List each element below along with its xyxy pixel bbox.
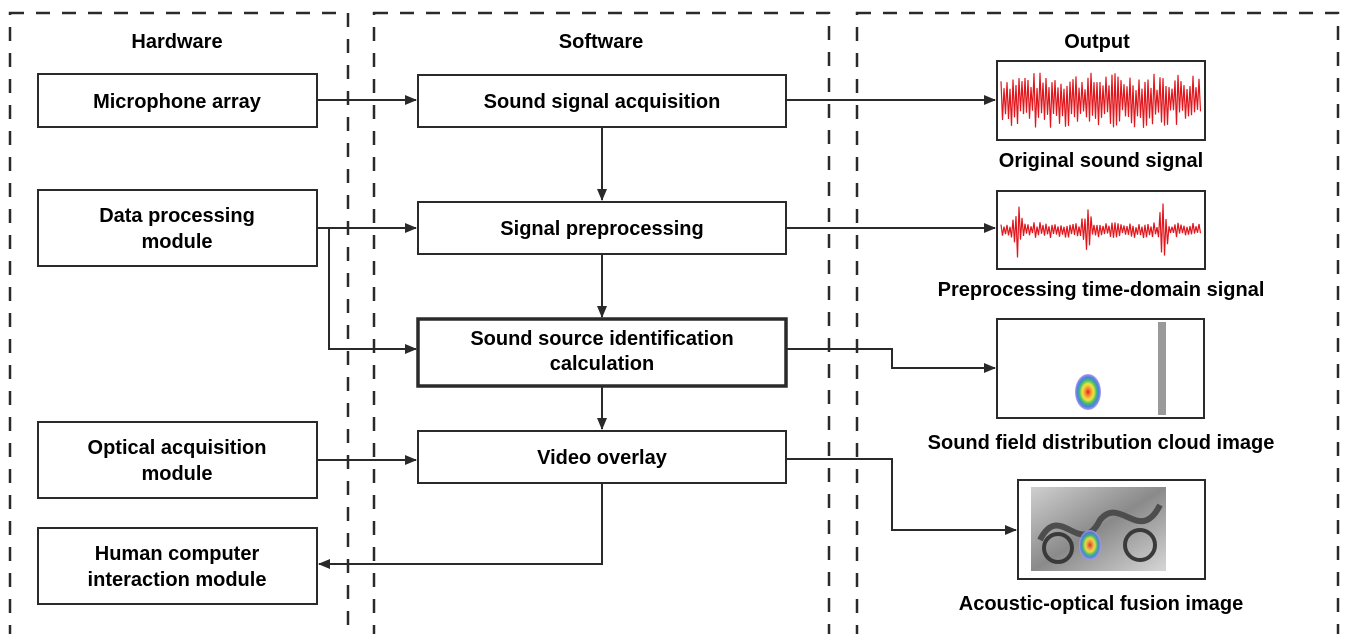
video-overlay-box: [417, 430, 787, 484]
hardware-column-title: Hardware: [131, 31, 222, 53]
preprocessing-signal-label: Preprocessing time-domain signal: [938, 279, 1265, 301]
signal-preprocessing-label: Signal preprocessing: [500, 218, 703, 240]
sound-signal-acquisition-label: Sound signal acquisition: [484, 91, 721, 113]
original-sound-signal-label: Original sound signal: [999, 150, 1203, 172]
output-column-frame: [855, 11, 1340, 634]
software-column-title: Software: [559, 31, 643, 53]
human-computer-interaction-module-box: [37, 527, 318, 605]
video-overlay-label: Video overlay: [537, 447, 668, 469]
signal-preprocessing-box: [417, 201, 787, 255]
sound-source-identification-label-line1: Sound source identification: [470, 328, 733, 350]
hci-label-line1: Human computer: [95, 543, 260, 565]
arrow-identification-to-cloud: [786, 348, 996, 373]
arrow-overlay-to-fusion: [786, 458, 1017, 535]
optical-acquisition-label-line1: Optical acquisition: [88, 437, 267, 459]
data-processing-module-box: [37, 189, 318, 267]
sound-source-identification-label-line2: calculation: [550, 353, 654, 375]
optical-acquisition-module-box: [37, 421, 318, 499]
microphone-array-label: Microphone array: [93, 91, 262, 113]
acoustic-optical-fusion-label: Acoustic-optical fusion image: [959, 593, 1243, 615]
output-column-title: Output: [1064, 31, 1130, 53]
preprocessed-signal-image: [996, 190, 1206, 270]
arrow-overlay-to-hci: [318, 483, 603, 569]
arrow-data-to-identification: [328, 228, 417, 354]
original-signal-image: [996, 60, 1206, 141]
software-column-frame: [372, 11, 831, 634]
sound-field-cloud-image: [996, 318, 1205, 419]
sound-source-identification-box: [416, 317, 788, 388]
hardware-column-frame: [8, 11, 350, 634]
acoustic-optical-fusion-image: [1017, 479, 1206, 580]
sound-field-cloud-label: Sound field distribution cloud image: [928, 432, 1275, 454]
hci-label-line2: interaction module: [88, 569, 267, 591]
optical-acquisition-label-line2: module: [141, 463, 212, 485]
data-processing-label-line2: module: [141, 231, 212, 253]
data-processing-label-line1: Data processing: [99, 205, 255, 227]
